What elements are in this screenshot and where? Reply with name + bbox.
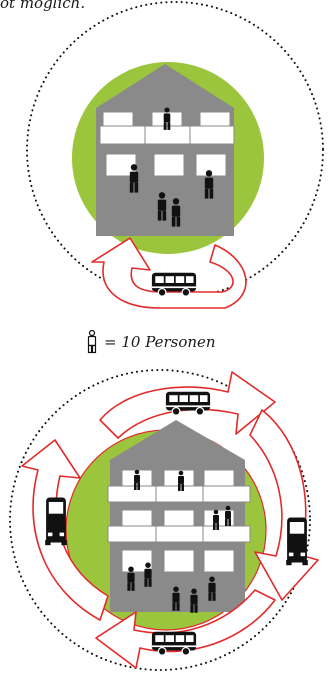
legend-person-icon (87, 329, 97, 354)
bottom-bus-left (45, 497, 67, 546)
bottom-bus-top (165, 391, 211, 416)
bottom-diagram (9, 369, 319, 671)
bottom-arrow-bottom (95, 589, 276, 669)
top-red-arrow (91, 237, 247, 309)
bottom-arrow-right (249, 409, 319, 601)
top-house (96, 64, 235, 236)
bottom-bus-right (286, 517, 308, 566)
bottom-dotted-ring (9, 369, 311, 671)
top-diagram (26, 1, 324, 309)
top-dotted-ring (26, 1, 324, 299)
header-text: ot möglich. (0, 0, 86, 12)
bottom-house (107, 420, 251, 612)
bottom-arrow-left (21, 439, 109, 621)
legend-spacer (86, 330, 104, 354)
legend-label: = 10 Personen (104, 333, 216, 351)
legend: = 10 Personen (86, 330, 286, 354)
